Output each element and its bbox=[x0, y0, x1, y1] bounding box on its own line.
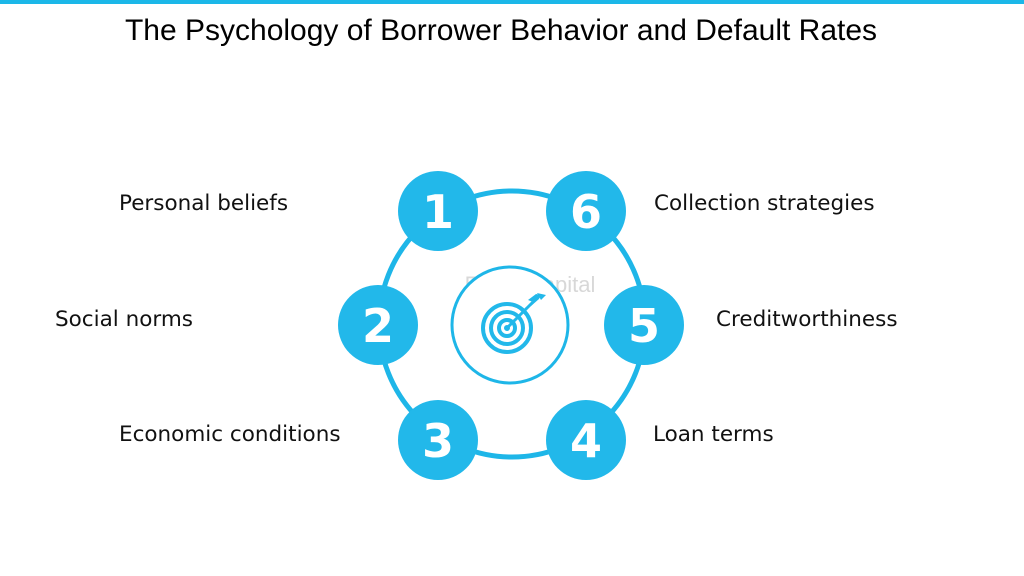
factor-label-creditworthiness: Creditworthiness bbox=[716, 307, 898, 332]
step-number-1: 1 bbox=[422, 185, 454, 239]
factor-label-personal-beliefs: Personal beliefs bbox=[119, 191, 289, 216]
factor-label-loan-terms: Loan terms bbox=[653, 422, 774, 447]
step-number-2: 2 bbox=[362, 299, 394, 353]
step-number-6: 6 bbox=[570, 185, 602, 239]
step-number-5: 5 bbox=[628, 299, 660, 353]
target-icon bbox=[481, 293, 546, 354]
factor-label-collection-strategies: Collection strategies bbox=[654, 191, 875, 216]
step-circle-6: 6 bbox=[546, 171, 626, 251]
step-circle-1: 1 bbox=[398, 171, 478, 251]
step-circle-5: 5 bbox=[604, 285, 684, 365]
step-circle-2: 2 bbox=[338, 285, 418, 365]
step-number-3: 3 bbox=[422, 414, 454, 468]
page-title: The Psychology of Borrower Behavior and … bbox=[124, 14, 878, 47]
factor-label-economic-conditions: Economic conditions bbox=[119, 422, 341, 447]
step-circle-4: 4 bbox=[546, 400, 626, 480]
top-accent-bar bbox=[0, 0, 1024, 4]
factor-label-social-norms: Social norms bbox=[55, 307, 193, 332]
step-circle-3: 3 bbox=[398, 400, 478, 480]
step-number-4: 4 bbox=[570, 414, 602, 468]
